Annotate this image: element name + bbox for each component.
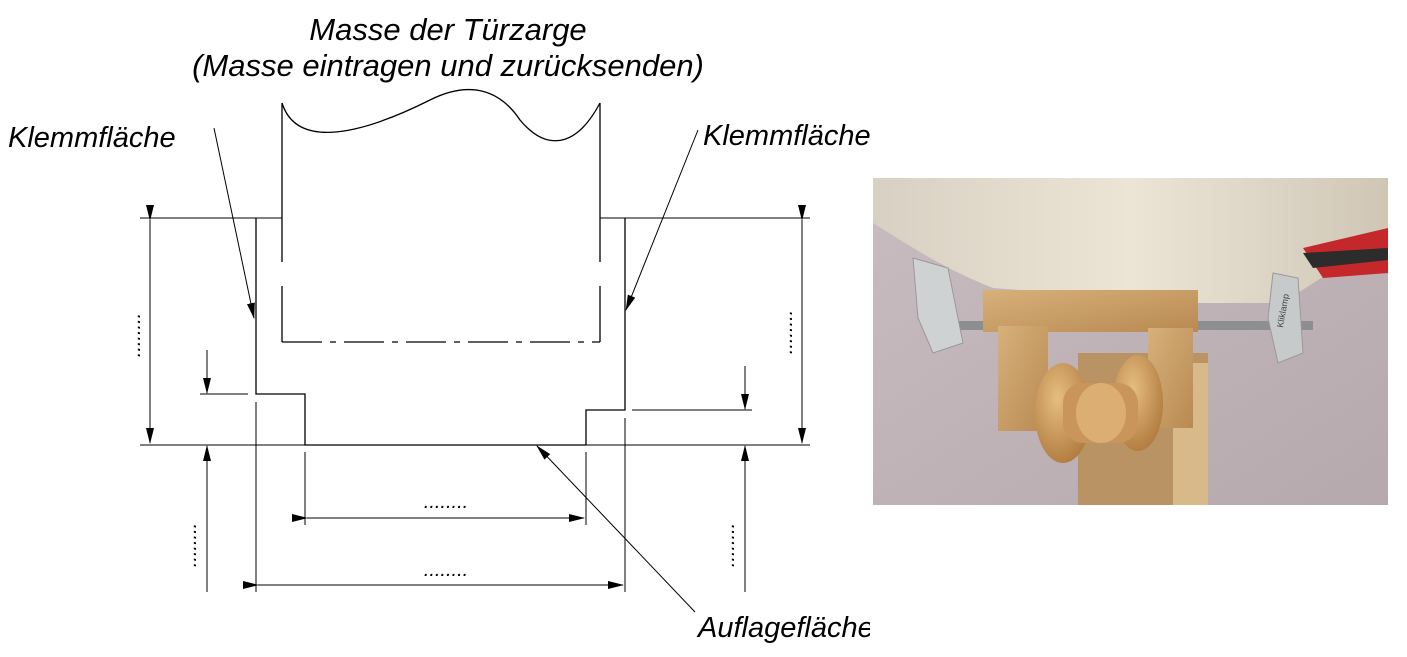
label-klemmflaeche-left: Klemmfläche [8, 122, 176, 154]
leader-auflage [536, 445, 696, 613]
dim-outer-width: ........ [243, 559, 624, 589]
title-line2: (Masse eintragen und zurücksenden) [192, 48, 704, 83]
dim-left-step-value[interactable]: ........ [179, 523, 201, 567]
dim-right-step: ........ [717, 366, 749, 592]
dim-outer-width-value[interactable]: ........ [424, 559, 468, 581]
dim-right-height-value[interactable]: ........ [775, 310, 797, 354]
dim-inner-width: ........ [292, 491, 585, 522]
label-klemmflaeche-right: Klemmfläche [703, 120, 870, 152]
dim-left-height: ........ [123, 205, 154, 444]
dim-inner-width-value[interactable]: ........ [424, 491, 468, 513]
dim-left-height-value[interactable]: ........ [123, 313, 145, 357]
technical-drawing: Masse der Türzarge (Masse eintragen und … [8, 12, 870, 644]
door-frame-outline [281, 88, 601, 343]
clamp-photo: Kliklamp [873, 178, 1388, 505]
extension-lines [140, 217, 810, 592]
leader-klemm-left [213, 127, 255, 319]
dim-right-height: ........ [775, 205, 806, 444]
label-auflageflaeche: Auflagefläche [696, 612, 870, 644]
title-line1: Masse der Türzarge [309, 12, 586, 47]
dim-left-step: ........ [179, 350, 211, 592]
holder-outline [255, 217, 626, 446]
dim-right-step-value[interactable]: ........ [717, 523, 739, 567]
leader-klemm-right [625, 129, 699, 311]
